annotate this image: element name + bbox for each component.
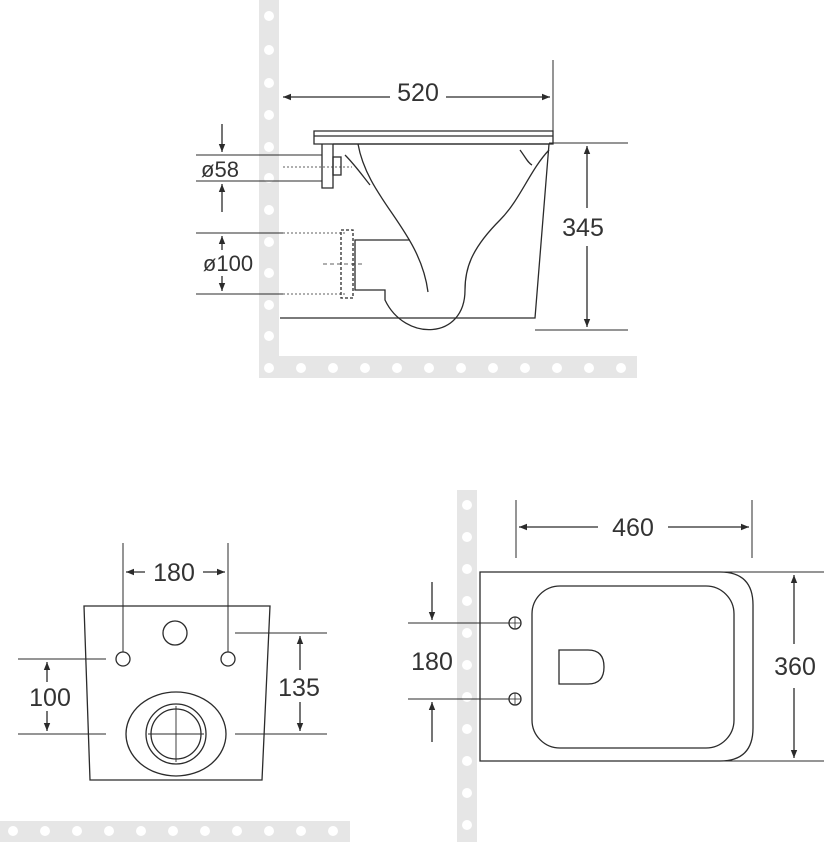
rear-outlet-outer: [125, 691, 227, 777]
top-drain-opening: [558, 649, 605, 685]
top-bolt-spacing-label: 180: [411, 648, 453, 676]
rear-bolt-hole-left: [115, 651, 131, 667]
side-view: [196, 0, 637, 378]
side-wall-holes: [264, 11, 626, 373]
side-height-label: 345: [562, 214, 604, 242]
rear-inlet-hole: [162, 620, 188, 646]
rear-bolt-hole-right: [220, 651, 236, 667]
bowl-inner-curve: [354, 143, 550, 331]
top-bowl-rim: [531, 585, 735, 749]
drain-pipe-label: ø100: [203, 251, 253, 276]
top-body-outline: [479, 571, 754, 762]
top-view: [408, 490, 824, 842]
side-wall-vertical: [259, 0, 279, 378]
waste-outlet-label: ø58: [201, 157, 239, 182]
rear-outlet-mid: [145, 703, 207, 765]
rear-bolt-height-label: 135: [278, 674, 320, 702]
rear-bolt-spacing-label: 180: [153, 559, 195, 587]
side-width-label: 520: [397, 79, 439, 107]
rear-view: [0, 543, 350, 842]
top-width-label: 360: [774, 653, 816, 681]
top-depth-label: 460: [612, 514, 654, 542]
seat-lid: [313, 130, 554, 145]
rear-drain-height-label: 100: [29, 684, 71, 712]
waste-outlet-port: [332, 156, 342, 176]
rear-floor-holes: [8, 826, 338, 836]
top-wall-holes: [462, 500, 472, 830]
bowl-outline: [280, 143, 550, 319]
rear-body-outline: [83, 605, 271, 781]
side-floor-horizontal: [259, 356, 637, 378]
